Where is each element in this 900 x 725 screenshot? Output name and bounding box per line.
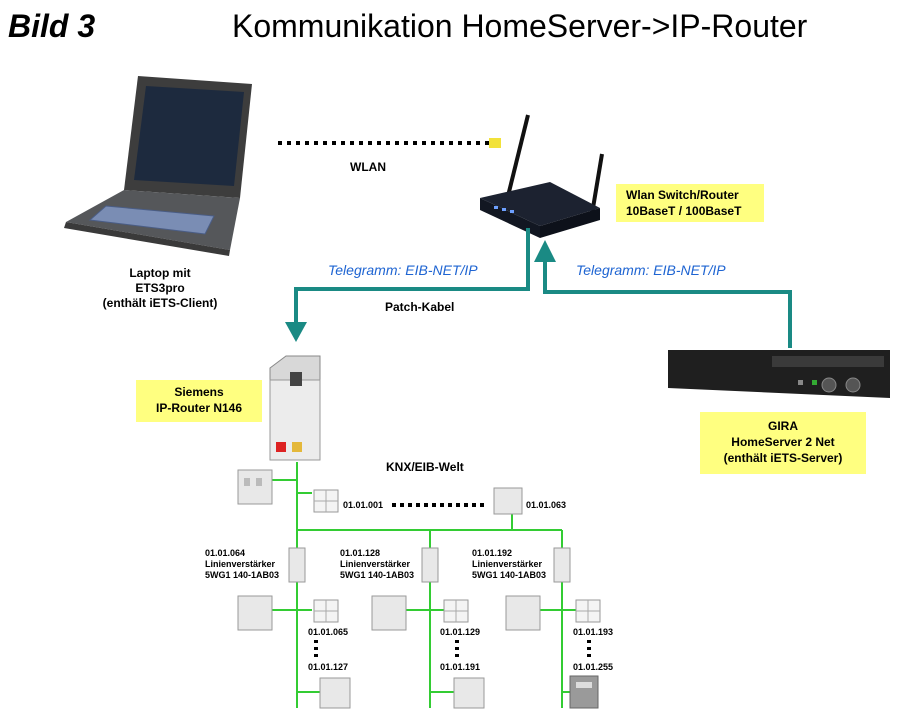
cable-homeserver-to-router (543, 258, 792, 348)
router-icon (480, 114, 604, 238)
laptop-label-line3: (enthält iETS-Client) (102, 296, 218, 310)
push-button-icon (575, 599, 601, 623)
address-first: 01.01.001 (343, 500, 384, 510)
din-actuator-icon (453, 677, 485, 709)
line-coupler-3-part: 5WG1 140-1AB03 (472, 570, 547, 580)
siemens-label-box: Siemens IP-Router N146 (136, 380, 262, 422)
gira-label-line3: (enthält iETS-Server) (723, 451, 843, 465)
line-coupler-2-address: 01.01.128 (340, 548, 381, 558)
push-button-icon (313, 489, 339, 513)
push-button-icon (313, 599, 339, 623)
arrow-to-siemens (285, 322, 307, 342)
gira-label-line1: GIRA (768, 419, 798, 433)
diagram-title: Kommunikation HomeServer->IP-Router (232, 8, 808, 44)
din-actuator-icon (505, 595, 541, 631)
telegram-label-left: Telegramm: EIB-NET/IP (328, 262, 478, 278)
line-coupler-3-name: Linienverstärker (472, 559, 543, 569)
line-coupler-2-part: 5WG1 140-1AB03 (340, 570, 415, 580)
line-coupler-icon (288, 547, 306, 583)
push-button-icon (443, 599, 469, 623)
figure-number: Bild 3 (8, 8, 96, 44)
laptop-label: Laptop mit ETS3pro (enthält iETS-Client) (80, 266, 240, 311)
cable-router-to-siemens (294, 228, 530, 325)
din-actuator-icon (319, 677, 351, 709)
router-label-box: Wlan Switch/Router 10BaseT / 100BaseT (616, 184, 764, 222)
line-coupler-1-part: 5WG1 140-1AB03 (205, 570, 280, 580)
address-last: 01.01.063 (526, 500, 567, 510)
homeserver-icon (668, 350, 890, 398)
din-actuator-icon (493, 487, 523, 515)
siemens-label-line1: Siemens (174, 385, 224, 399)
line-2-first-address: 01.01.129 (440, 627, 481, 637)
line-coupler-icon (553, 547, 571, 583)
line-coupler-2-label: 01.01.128 Linienverstärker 5WG1 140-1AB0… (340, 548, 414, 581)
line-3-first-address: 01.01.193 (573, 627, 614, 637)
line-coupler-3-address: 01.01.192 (472, 548, 513, 558)
router-label-line1: Wlan Switch/Router (626, 188, 739, 202)
line-3-last-address: 01.01.255 (573, 662, 614, 672)
din-actuator-icon (371, 595, 407, 631)
line-coupler-2-name: Linienverstärker (340, 559, 411, 569)
siemens-label-line2: IP-Router N146 (155, 401, 243, 415)
wlan-link-end (489, 138, 501, 148)
laptop-label-line2: ETS3pro (135, 281, 185, 295)
wlan-label: WLAN (350, 160, 386, 174)
gira-label-box: GIRA HomeServer 2 Net (enthält iETS-Serv… (700, 412, 866, 474)
power-supply-icon (569, 675, 599, 709)
line-1-first-address: 01.01.065 (308, 627, 349, 637)
line-1-last-address: 01.01.127 (308, 662, 349, 672)
line-coupler-1-label: 01.01.064 Linienverstärker 5WG1 140-1AB0… (205, 548, 279, 581)
gira-label-line2: HomeServer 2 Net (731, 435, 835, 449)
siemens-ip-router-icon (269, 355, 321, 461)
laptop-icon (64, 76, 252, 256)
line-2-last-address: 01.01.191 (440, 662, 481, 672)
laptop-label-line1: Laptop mit (129, 266, 191, 280)
telegram-label-right: Telegramm: EIB-NET/IP (576, 262, 726, 278)
patch-cable-label: Patch-Kabel (385, 300, 455, 314)
din-actuator-icon (237, 469, 273, 505)
line-coupler-1-address: 01.01.064 (205, 548, 246, 558)
line-coupler-1-name: Linienverstärker (205, 559, 276, 569)
router-label-line2: 10BaseT / 100BaseT (626, 204, 742, 218)
din-actuator-icon (237, 595, 273, 631)
arrow-to-router (534, 240, 556, 262)
line-coupler-3-label: 01.01.192 Linienverstärker 5WG1 140-1AB0… (472, 548, 546, 581)
knx-label: KNX/EIB-Welt (386, 460, 464, 474)
line-coupler-icon (421, 547, 439, 583)
